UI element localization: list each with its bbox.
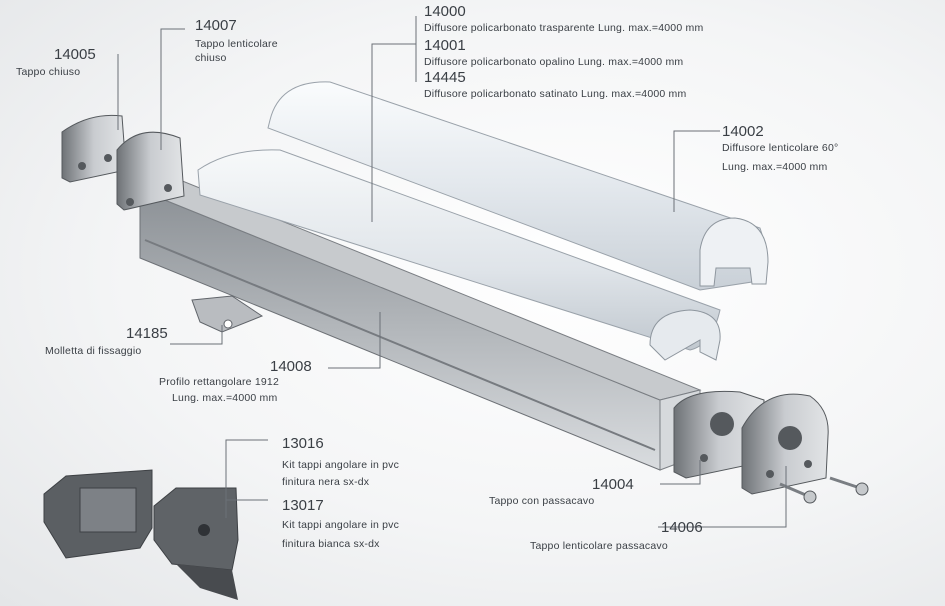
desc-14005: Tappo chiuso — [16, 66, 81, 78]
code-14002: 14002 — [722, 123, 764, 140]
desc-14445: Diffusore policarbonato satinato Lung. m… — [424, 88, 687, 100]
code-14000: 14000 — [424, 3, 466, 20]
code-14007: 14007 — [195, 17, 237, 34]
corner-cap-13017 — [153, 487, 239, 600]
desc-14004: Tappo con passacavo — [489, 495, 595, 507]
desc-14007-line2: chiuso — [195, 52, 227, 64]
desc-14007-line1: Tappo lenticolare — [195, 38, 278, 50]
clip-14185 — [191, 295, 264, 333]
code-14185: 14185 — [126, 325, 168, 342]
desc-14185: Molletta di fissaggio — [45, 345, 142, 357]
leader-lines — [117, 16, 787, 528]
screws — [779, 476, 869, 504]
code-14008: 14008 — [270, 358, 312, 375]
desc-13017-line1: Kit tappi angolare in pvc — [282, 519, 400, 531]
desc-14002-line1: Diffusore lenticolare 60° — [722, 142, 839, 154]
corner-cap-13016 — [43, 469, 153, 559]
desc-14006: Tappo lenticolare passacavo — [530, 540, 668, 552]
code-14006: 14006 — [661, 519, 703, 536]
desc-13016-line2: finitura nera sx-dx — [282, 476, 370, 488]
code-14005: 14005 — [54, 46, 96, 63]
code-14001: 14001 — [424, 37, 466, 54]
code-13016: 13016 — [282, 435, 324, 452]
desc-14002-line2: Lung. max.=4000 mm — [722, 161, 828, 173]
desc-14008-line1: Profilo rettangolare 1912 — [159, 376, 279, 388]
diffuser-14000 — [197, 149, 721, 361]
desc-14008-line2: Lung. max.=4000 mm — [172, 392, 278, 404]
cap-14007 — [116, 131, 185, 211]
desc-14001: Diffusore policarbonato opalino Lung. ma… — [424, 56, 684, 68]
code-13017: 13017 — [282, 497, 324, 514]
diffuser-14002 — [267, 81, 769, 291]
code-14445: 14445 — [424, 69, 466, 86]
desc-14000: Diffusore policarbonato trasparente Lung… — [424, 22, 704, 34]
code-14004: 14004 — [592, 476, 634, 493]
desc-13016-line1: Kit tappi angolare in pvc — [282, 459, 400, 471]
cap-14006 — [741, 393, 829, 495]
desc-13017-line2: finitura bianca sx-dx — [282, 538, 380, 550]
cap-14005 — [61, 114, 127, 183]
